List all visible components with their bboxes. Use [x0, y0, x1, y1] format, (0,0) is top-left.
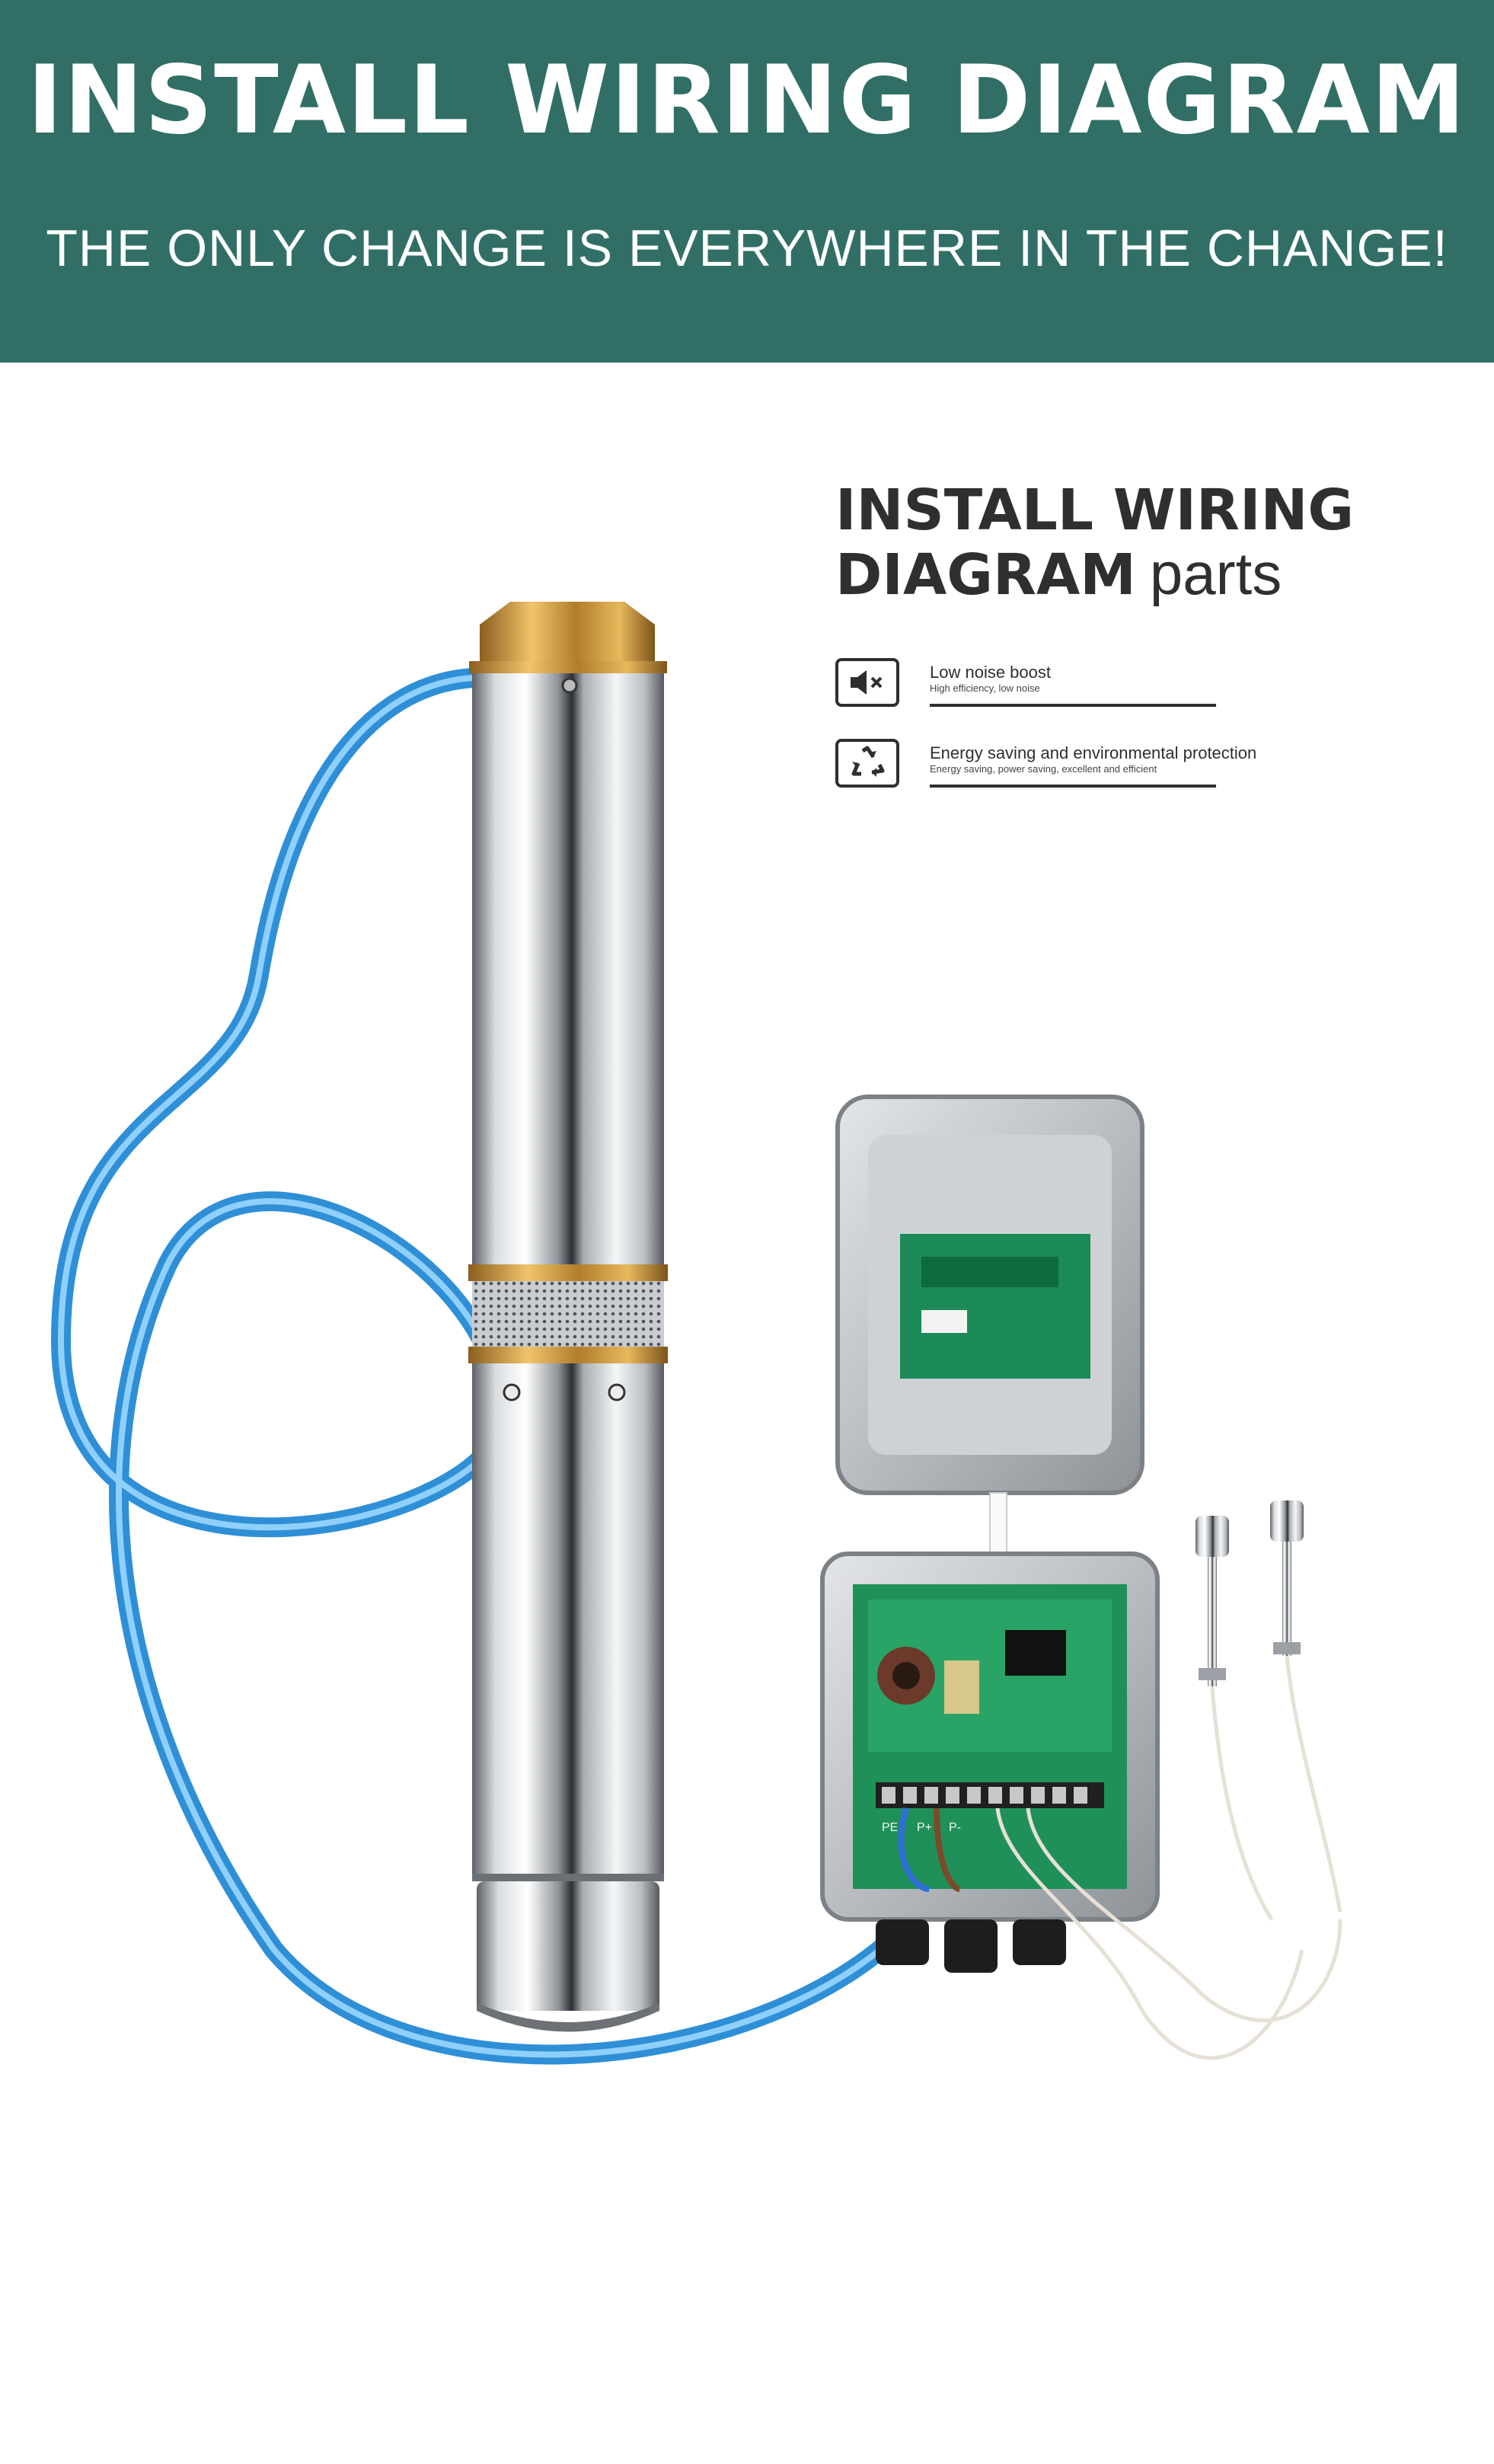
parts-heading-bold: DIAGRAM — [835, 542, 1136, 609]
feature-title: Energy saving and environmental protecti… — [930, 743, 1257, 762]
page-subtitle: THE ONLY CHANGE IS EVERYWHERE IN THE CHA… — [46, 219, 1448, 277]
terminal-label-pminus: P- — [949, 1821, 961, 1834]
divider — [930, 704, 1216, 707]
submersible-pump — [468, 602, 668, 2032]
terminal-label-pplus: P+ — [917, 1821, 932, 1834]
float-switches — [1196, 1500, 1342, 1921]
parts-heading-light: parts — [1149, 540, 1282, 608]
feature-subtitle: High efficiency, low noise — [930, 682, 1040, 694]
parts-heading-line1: INSTALL WIRING — [835, 478, 1355, 543]
recycle-icon — [835, 739, 899, 788]
feature-title: Low noise boost — [930, 663, 1051, 682]
feature-low-noise: Low noise boost High efficiency, low noi… — [835, 658, 1231, 719]
header-banner: INSTALL WIRING DIAGRAM THE ONLY CHANGE I… — [0, 0, 1494, 363]
controller-box: PE P+ P- — [820, 1095, 1342, 2060]
speaker-mute-icon — [835, 658, 899, 707]
page-title: INSTALL WIRING DIAGRAM — [27, 46, 1467, 155]
product-illustration: PE P+ P- — [50, 602, 1342, 2065]
feature-subtitle: Energy saving, power saving, excellent a… — [930, 763, 1157, 775]
divider — [930, 785, 1216, 788]
terminal-label-pe: PE — [882, 1821, 898, 1834]
feature-energy-saving: Energy saving and environmental protecti… — [835, 739, 1256, 800]
